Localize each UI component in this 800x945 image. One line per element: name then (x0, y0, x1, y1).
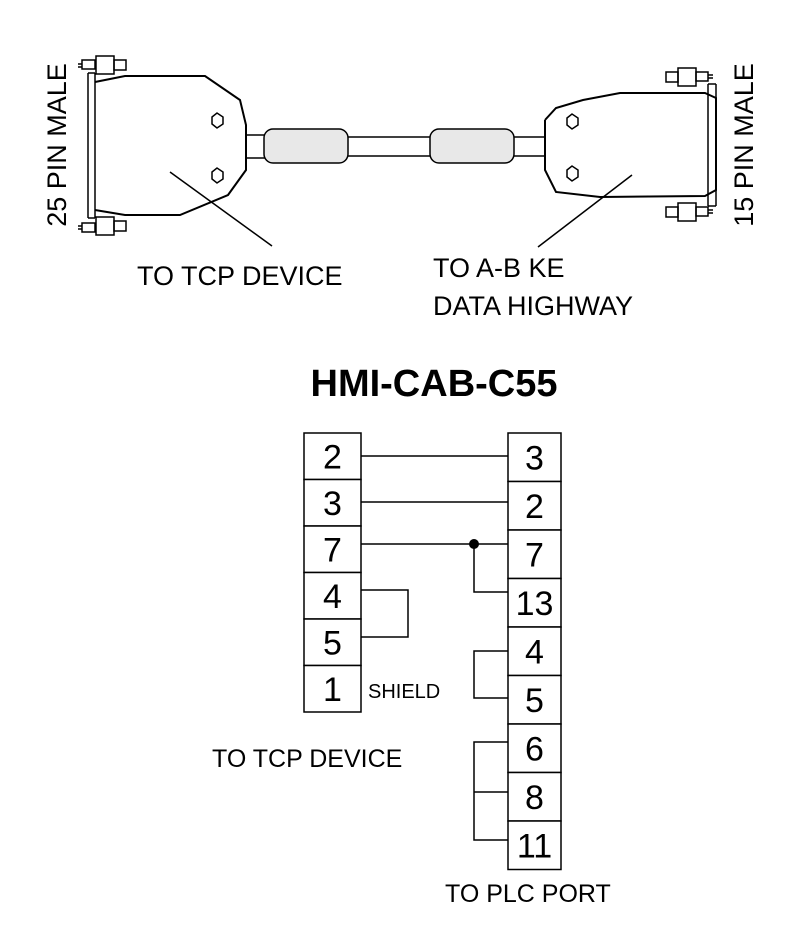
ferrite-sleeve-right (429, 128, 515, 164)
left-pin-cell (303, 664, 362, 713)
left-pin-7: 7 (323, 531, 342, 569)
right-pin-13: 13 (516, 585, 554, 623)
right-pin-cell (507, 771, 562, 822)
left-caption: TO TCP DEVICE (212, 745, 402, 773)
loop-right-4-5 (473, 650, 508, 699)
right-pin-cell (507, 820, 562, 871)
shield-label: SHIELD (368, 681, 440, 703)
left-connector-label: 25 PIN MALE (42, 63, 72, 227)
right-pin-cell (507, 529, 562, 580)
right-caption: TO PLC PORT (445, 880, 611, 908)
right-connector-15pin (544, 67, 717, 222)
right-pin-5: 5 (525, 682, 544, 720)
wiring (361, 455, 508, 841)
right-pin-cell (507, 723, 562, 774)
loop-left-4-5 (361, 589, 409, 638)
right-pin-block: 3 2 7 13 4 5 6 8 11 (507, 432, 562, 871)
left-pin-5: 5 (323, 624, 342, 662)
right-pin-cell (507, 480, 562, 531)
right-pin-cell (507, 626, 562, 677)
right-pin-cell (507, 577, 562, 628)
right-callout-label-line1: TO A-B KE (433, 253, 565, 283)
right-pin-11: 11 (517, 827, 552, 865)
right-pin-2: 2 (525, 488, 544, 526)
right-pin-4: 4 (525, 633, 544, 671)
left-pin-block: 2 3 7 4 5 1 (303, 432, 362, 713)
right-pin-6: 6 (525, 730, 544, 768)
right-pin-cell (507, 432, 562, 483)
cable-illustration: 25 PIN MALE 15 PIN MALE TO TCP DEVICE TO… (42, 55, 759, 321)
left-callout-label: TO TCP DEVICE (137, 261, 343, 291)
right-pin-7: 7 (525, 536, 544, 574)
right-callout-leader (537, 174, 633, 248)
right-callout-label-line2: DATA HIGHWAY (433, 291, 633, 321)
left-pin-cell (303, 478, 362, 527)
right-pin-cell (507, 674, 562, 725)
ferrite-sleeve-left (263, 128, 349, 164)
right-connector-label: 15 PIN MALE (729, 63, 759, 227)
loop-right-6-8-11 (473, 741, 508, 841)
cable-run (263, 128, 545, 164)
left-pin-1: 1 (323, 671, 342, 709)
diagram-title: HMI-CAB-C55 (311, 363, 558, 405)
right-pin-3: 3 (525, 439, 544, 477)
right-pin-8: 8 (525, 779, 544, 817)
left-pin-3: 3 (323, 485, 342, 523)
left-pin-4: 4 (323, 578, 342, 616)
left-pin-2: 2 (323, 438, 342, 476)
left-callout-leader (169, 171, 273, 247)
left-connector-25pin (78, 55, 265, 236)
wire-7-to-13 (473, 544, 508, 593)
left-pin-cell (303, 618, 362, 667)
